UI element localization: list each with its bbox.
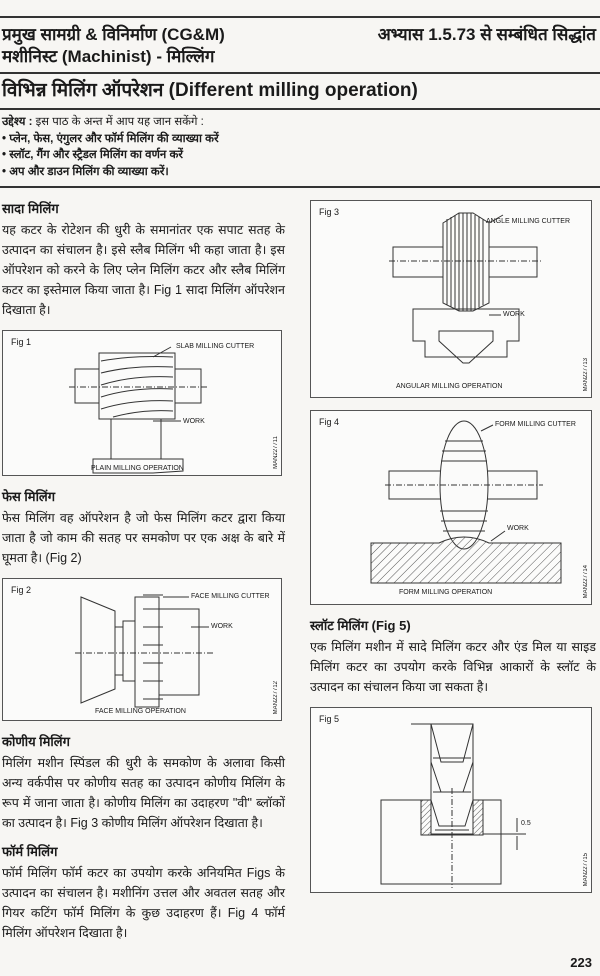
objective-item: • स्लॉट, गैंग और स्ट्रैडल मिलिंग का वर्ण… xyxy=(2,149,184,161)
title-rule xyxy=(0,108,600,110)
figure-code: MAN227711 xyxy=(273,436,279,469)
figure-code: MAN227714 xyxy=(583,564,589,598)
callout-work: WORK xyxy=(211,623,233,630)
callout-work: WORK xyxy=(503,311,525,318)
figure-code: MAN227713 xyxy=(583,357,589,391)
figure-caption: ANGULAR MILLING OPERATION xyxy=(396,383,503,390)
figure-4: Fig 4 FORM MILLING CUTTER WORK FORM MILL… xyxy=(310,410,592,605)
objectives-lead: इस पाठ के अन्त में आप यह जान सकेंगे : xyxy=(32,116,204,128)
left-column: सादा मिलिंग यह कटर के रोटेशन की धुरी के … xyxy=(2,196,285,949)
figure-label: Fig 1 xyxy=(11,337,32,347)
figure-caption: FACE MILLING OPERATION xyxy=(95,708,186,715)
right-column: Fig 3 ANGLE MILLING CUTTER WORK ANGULAR … xyxy=(310,196,596,949)
figure-3: Fig 3 ANGLE MILLING CUTTER WORK ANGULAR … xyxy=(310,200,592,398)
figure-code: MAN227712 xyxy=(273,680,279,714)
objectives-rule xyxy=(0,186,600,188)
figure-5: Fig 5 0.5 MAN227715 xyxy=(310,707,592,893)
objectives-label: उद्देश्य : xyxy=(2,116,33,128)
heading-plain-milling: सादा मिलिंग xyxy=(2,201,59,216)
plain-milling-diagram xyxy=(69,346,207,474)
heading-face-milling: फेस मिलिंग xyxy=(2,489,56,504)
figure-caption: FORM MILLING OPERATION xyxy=(399,589,493,596)
header-exercise: अभ्यास 1.5.73 से सम्बंधित सिद्धांत xyxy=(377,25,596,44)
slot-milling-diagram xyxy=(380,723,526,888)
header-rule xyxy=(0,72,600,74)
top-rule xyxy=(0,16,600,18)
callout-work: WORK xyxy=(183,418,205,425)
form-milling-diagram xyxy=(370,420,562,584)
page-header: प्रमुख सामग्री & विनिर्माण (CG&M) मशीनिस… xyxy=(0,18,600,72)
text-face-milling: फेस मिलिंग वह ऑपरेशन है जो फेस मिलिंग कट… xyxy=(2,511,285,565)
heading-angular-milling: कोणीय मिलिंग xyxy=(2,734,70,749)
page-number: 223 xyxy=(570,955,592,970)
callout-cutter: SLAB MILLING CUTTER xyxy=(176,343,255,350)
figure-label: Fig 4 xyxy=(319,417,340,427)
figure-1: Fig 1 SLAB MILLING CUTTER WORK PLAIN MIL… xyxy=(2,330,282,476)
callout-work: WORK xyxy=(507,525,529,532)
header-trade: मशीनिस्ट (Machinist) - मिल्लिंग xyxy=(2,47,215,66)
heading-form-milling: फॉर्म मिलिंग xyxy=(2,844,58,859)
dimension-label: 0.5 xyxy=(521,820,531,827)
heading-slot-milling: स्लॉट मिलिंग (Fig 5) xyxy=(310,618,411,633)
figure-label: Fig 5 xyxy=(319,714,340,724)
text-plain-milling: यह कटर के रोटेशन की धुरी के समानांतर एक … xyxy=(2,223,285,317)
header-course: प्रमुख सामग्री & विनिर्माण (CG&M) xyxy=(2,25,225,44)
figure-label: Fig 2 xyxy=(11,585,32,595)
two-column-body: सादा मिलिंग यह कटर के रोटेशन की धुरी के … xyxy=(0,188,600,949)
objectives: उद्देश्य : इस पाठ के अन्त में आप यह जान … xyxy=(0,110,600,186)
text-angular-milling: मिलिंग मशीन स्पिंडल की धुरी के समकोण के … xyxy=(2,756,285,830)
callout-cutter: FORM MILLING CUTTER xyxy=(495,421,576,428)
text-slot-milling: एक मिलिंग मशीन में सादे मिलिंग कटर और एं… xyxy=(310,640,596,694)
angular-milling-diagram xyxy=(389,212,543,364)
objective-item: • प्लेन, फेस, एंगुलर और फॉर्म मिलिंग की … xyxy=(2,132,219,145)
page-title: विभिन्न मिलिंग ऑपरेशन (Different milling… xyxy=(2,80,418,101)
objective-item: • अप और डाउन मिलिंग की व्याख्या करें। xyxy=(2,165,169,178)
figure-code: MAN227715 xyxy=(583,852,589,886)
callout-cutter: ANGLE MILLING CUTTER xyxy=(486,218,571,225)
face-milling-diagram xyxy=(75,594,213,708)
figure-caption: PLAIN MILLING OPERATION xyxy=(91,465,184,472)
figure-2: Fig 2 FACE MILLING CUTTER WORK FACE MILL… xyxy=(2,578,282,721)
figure-label: Fig 3 xyxy=(319,207,340,217)
text-form-milling: फॉर्म मिलिंग फॉर्म कटर का उपयोग करके अनि… xyxy=(2,866,285,940)
callout-cutter: FACE MILLING CUTTER xyxy=(191,593,270,600)
header-left: प्रमुख सामग्री & विनिर्माण (CG&M) मशीनिस… xyxy=(2,24,225,68)
